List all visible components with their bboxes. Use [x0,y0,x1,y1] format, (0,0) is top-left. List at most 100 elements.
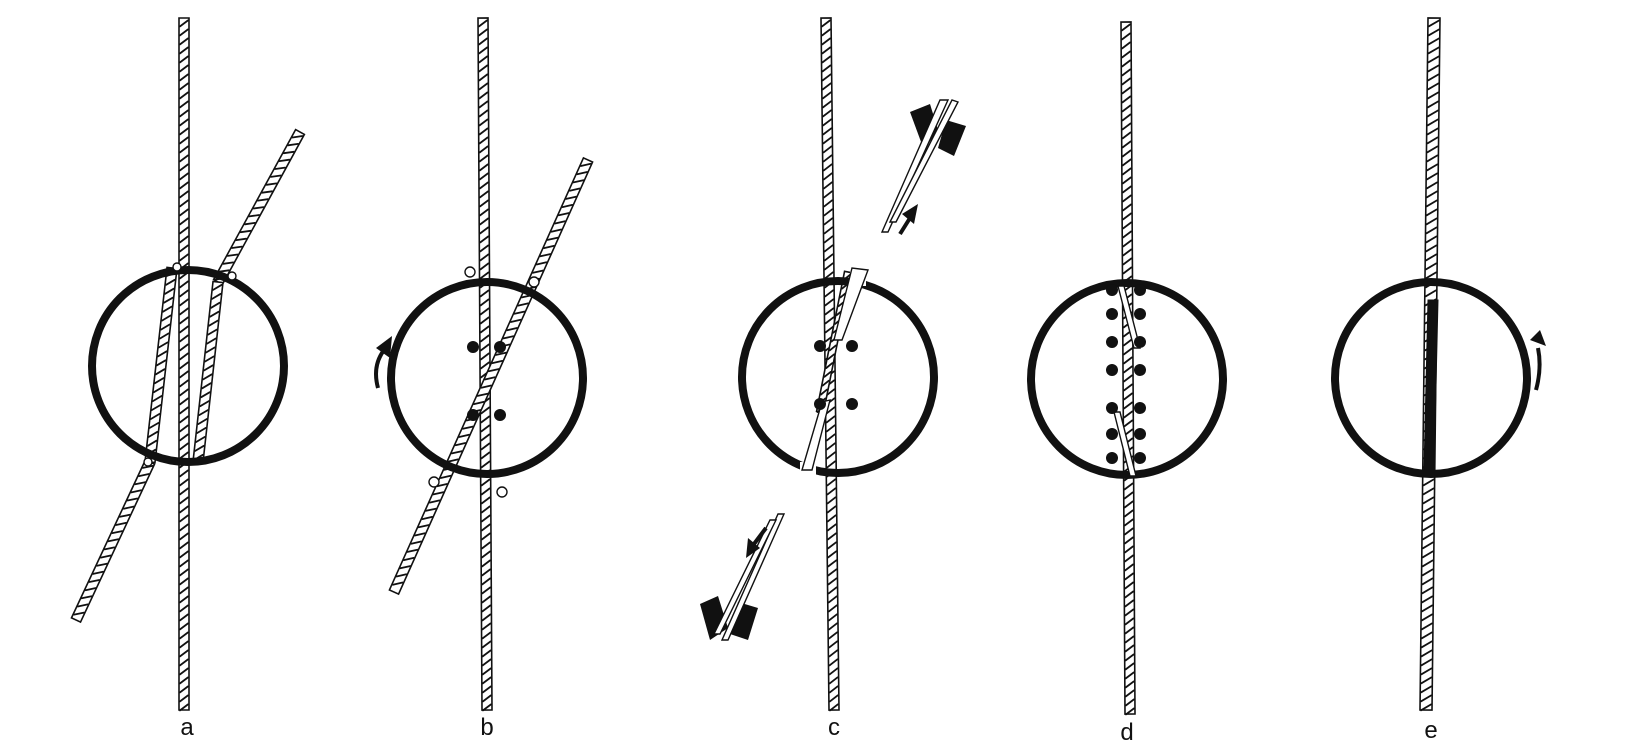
rope-lay-line [822,145,833,154]
rope-lay-line [576,171,588,176]
rope-lay-line [122,505,135,510]
rope-lay-line [179,208,189,217]
panel-e: e [1331,17,1546,744]
rope-lay-line [1122,203,1132,212]
panel-a-main-rope [178,17,190,712]
rope-lay-line [481,541,491,550]
rope-lay-line [179,676,189,685]
panel-c-label: c [828,714,840,741]
rope-lay-line [827,532,837,541]
rope-lay-line [218,269,230,273]
rope-lay-line [481,550,492,559]
rope-lay-line [1421,550,1434,559]
rope-lay-line [1426,127,1439,136]
rope-lay-line [179,613,189,622]
rope-lay-line [478,109,489,118]
rope-lay-line [1421,604,1434,613]
rope-lay-line [179,28,189,37]
rope-lay-line [824,316,835,325]
rope-lay-line [481,676,492,685]
rope-lay-line [828,658,839,667]
rope-lay-line [828,685,839,694]
rope-lay-line [1425,244,1438,253]
rope-lay-line [150,404,162,411]
panel-c-downward-arrow-icon [746,526,768,558]
rope-lay-line [179,541,189,550]
rope-lay-line [1427,91,1439,100]
rope-lay-line [179,514,189,523]
rope-lay-line [147,430,159,438]
rope-lay-line [248,214,261,218]
panel-b: b [374,17,594,741]
rope-lay-line [481,640,492,649]
panel-d-stitch-dot [1106,452,1118,464]
panel-d: d [1027,21,1227,746]
panel-e-rotation-arrow-icon [1530,330,1546,391]
rope-lay-line [1121,113,1132,122]
rope-lay-line [1124,509,1134,518]
rope-lay-line [208,319,219,327]
rope-lay-line [1425,262,1438,271]
rope-lay-line [211,292,222,300]
rope-lay-line [77,603,89,608]
rope-lay-line [478,118,489,127]
rope-lay-line [179,478,189,487]
rope-lay-line [480,361,490,370]
rope-lay-line [252,206,265,210]
rope-lay-line [179,388,189,397]
panel-a-pin [172,262,182,272]
rope-lay-line [1124,581,1135,590]
rope-lay-line [96,562,108,567]
rope-lay-line [481,685,492,694]
rope-lay-line [1124,554,1134,563]
rope-lay-line [824,325,835,334]
rope-lay-line [179,649,189,658]
rope-lay-line [239,229,252,234]
rope-lay-line [826,496,837,505]
rope-lay-line [822,100,832,109]
rope-lay-line [194,444,205,452]
rope-lay-line [157,350,168,358]
rope-lay-line [828,676,839,685]
rope-lay-line [231,245,243,249]
rope-lay-line [823,172,833,181]
rope-lay-line [480,505,491,514]
rope-lay-line [179,343,189,352]
rope-lay-line [1124,653,1135,662]
rope-lay-line [1121,122,1132,131]
rope-lay-line [546,236,559,241]
rope-lay-line [203,364,214,372]
rope-lay-line [479,190,489,199]
rope-lay-line [134,481,146,486]
rope-lay-line [509,318,522,323]
rope-lay-line [200,391,211,399]
rope-lay-line [179,523,189,532]
panel-d-stitch-dot [1134,336,1146,348]
rope-lay-line [1426,136,1439,145]
rope-lay-line [1421,595,1434,604]
rope-lay-line [179,19,189,28]
panel-b-stitch-dot [467,341,479,353]
rope-lay-line [421,516,434,520]
rope-lay-line [478,73,489,82]
rope-lay-line [481,577,492,586]
rope-lay-line [821,19,831,28]
rope-lay-line [1123,500,1134,509]
rope-lay-line [822,91,832,100]
panel-c-upward-arrow-icon [898,204,918,236]
rope-lay-line [179,100,189,109]
rope-lay-line [146,439,158,447]
rope-lay-line [1124,617,1135,626]
rope-lay-line [1425,235,1438,244]
rope-lay-line [580,162,592,167]
rope-lay-line [823,190,833,199]
rope-lay-line [829,703,839,712]
rope-lay-line [1420,658,1433,667]
rope-lay-line [179,91,189,100]
rope-lay-line [827,577,838,586]
rope-lay-line [478,172,489,181]
rope-lay-line [480,451,491,460]
panel-a-pin [143,457,153,467]
rope-lay-line [179,118,189,127]
rope-lay-line [478,100,489,109]
